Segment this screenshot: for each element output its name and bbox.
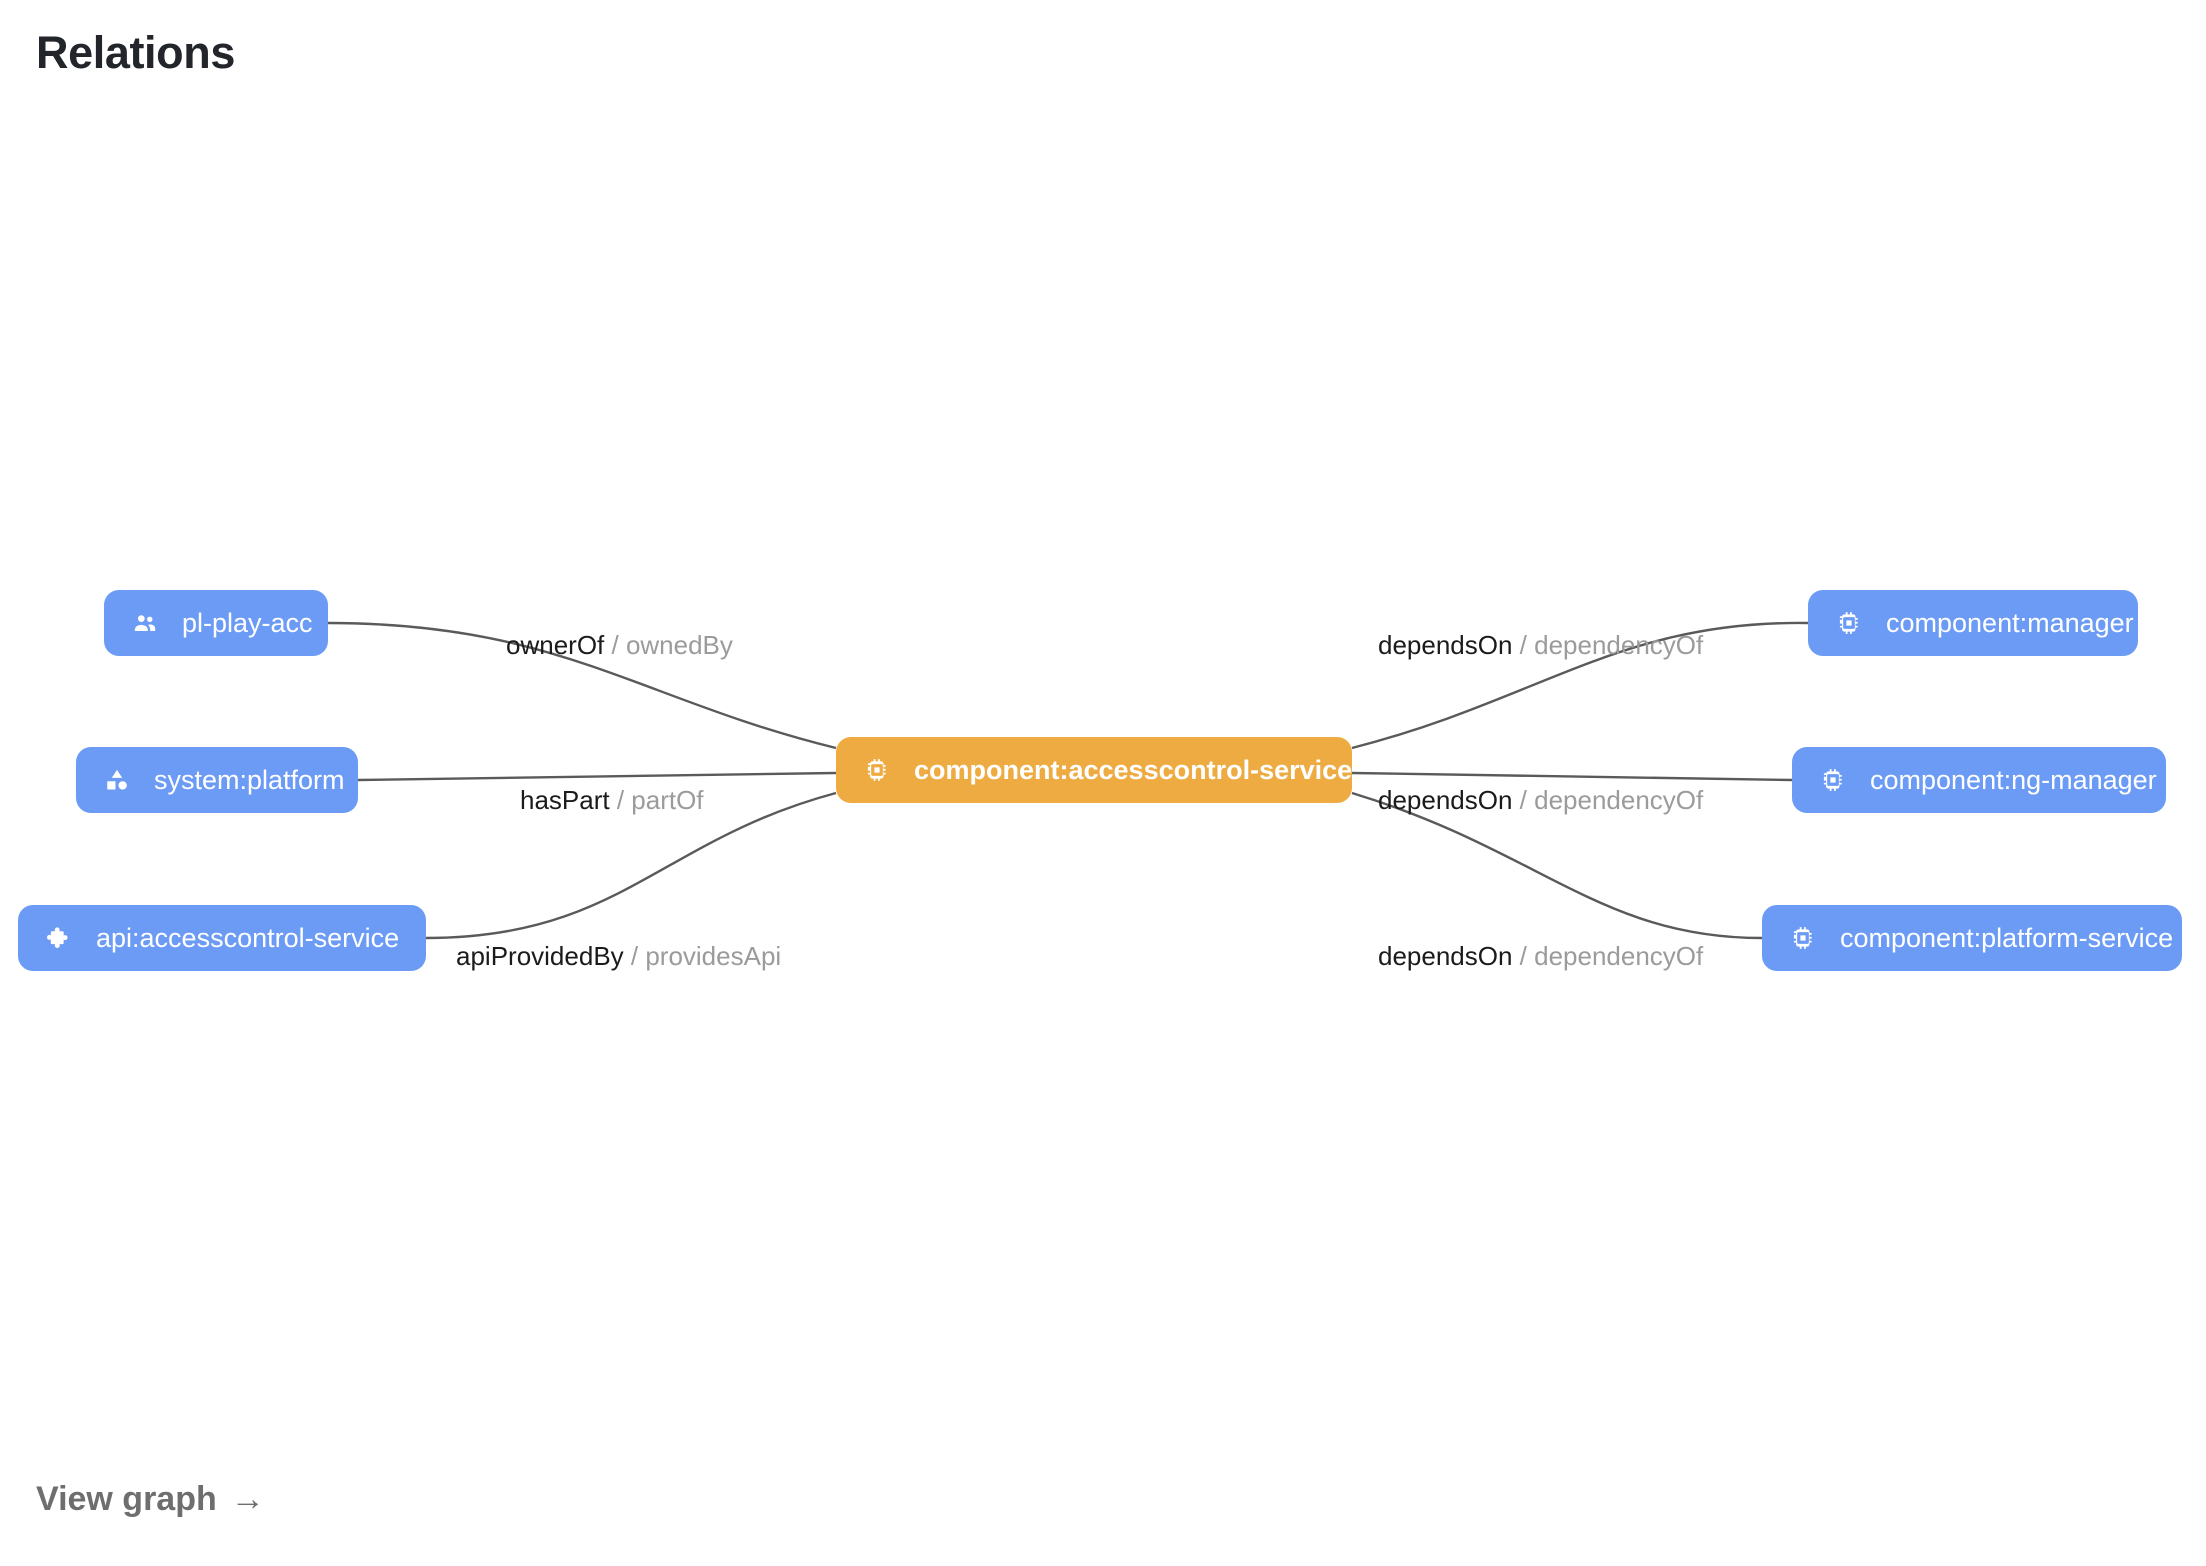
relation-separator: /: [1512, 785, 1535, 815]
relation-separator: /: [623, 941, 646, 971]
memory-chip-icon: [1818, 765, 1848, 795]
relation-forward: ownerOf: [506, 630, 605, 660]
relation-separator: /: [609, 785, 632, 815]
edge-label-edge-apiprovidedby: apiProvidedBy / providesApi: [456, 943, 781, 969]
memory-chip-icon: [1788, 923, 1818, 953]
graph-node-label: component:ng-manager: [1870, 764, 2157, 795]
edge-label-edge-dependson-manager: dependsOn / dependencyOf: [1378, 632, 1703, 658]
people-group-icon: [130, 608, 160, 638]
relation-forward: dependsOn: [1378, 785, 1513, 815]
graph-node-label: api:accesscontrol-service: [96, 922, 400, 953]
graph-node-system:platform[interactable]: system:platform: [76, 747, 358, 813]
graph-edge-edge-haspart: [357, 771, 837, 782]
graph-edge-edge-dependson-ng-manager: [1351, 771, 1793, 782]
graph-node-component:manager[interactable]: component:manager: [1808, 590, 2138, 656]
graph-node-label: component:manager: [1886, 607, 2134, 638]
relation-separator: /: [604, 630, 626, 660]
edge-label-edge-haspart: hasPart / partOf: [520, 787, 704, 813]
relation-reverse: dependencyOf: [1534, 941, 1704, 971]
relation-reverse: ownedBy: [625, 630, 733, 660]
edge-label-edge-dependson-platform-service: dependsOn / dependencyOf: [1378, 943, 1703, 969]
category-shapes-icon: [102, 765, 132, 795]
graph-node-component:platform-service[interactable]: component:platform-service: [1762, 905, 2182, 971]
edge-label-edge-ownerof: ownerOf / ownedBy: [506, 632, 733, 658]
graph-node-api:accesscontrol-service[interactable]: api:accesscontrol-service: [18, 905, 426, 971]
graph-node-component:accesscontrol-service[interactable]: component:accesscontrol-service: [836, 737, 1352, 803]
relation-reverse: partOf: [631, 785, 704, 815]
view-graph-link[interactable]: View graph →: [36, 1482, 265, 1516]
graph-node-component:ng-manager[interactable]: component:ng-manager: [1792, 747, 2166, 813]
relation-reverse: dependencyOf: [1534, 630, 1704, 660]
arrow-right-icon: →: [230, 1480, 265, 1518]
graph-node-label: pl-play-acc: [182, 607, 313, 638]
view-graph-label: View graph: [36, 1480, 217, 1518]
relation-forward: dependsOn: [1378, 630, 1513, 660]
memory-chip-icon: [862, 755, 892, 785]
graph-node-label: system:platform: [154, 764, 345, 795]
edge-label-edge-dependson-ng-manager: dependsOn / dependencyOf: [1378, 787, 1703, 813]
page-title: Relations: [36, 27, 235, 78]
graph-node-label: component:accesscontrol-service: [914, 754, 1353, 785]
relation-forward: dependsOn: [1378, 941, 1513, 971]
relation-reverse: providesApi: [645, 941, 782, 971]
relation-separator: /: [1512, 630, 1535, 660]
relation-separator: /: [1512, 941, 1535, 971]
relation-reverse: dependencyOf: [1534, 785, 1704, 815]
puzzle-piece-icon: [44, 923, 74, 953]
graph-node-label: component:platform-service: [1840, 922, 2174, 953]
memory-chip-icon: [1834, 608, 1864, 638]
relation-forward: hasPart: [520, 785, 610, 815]
graph-node-pl-play-acc[interactable]: pl-play-acc: [104, 590, 328, 656]
relation-forward: apiProvidedBy: [456, 941, 624, 971]
